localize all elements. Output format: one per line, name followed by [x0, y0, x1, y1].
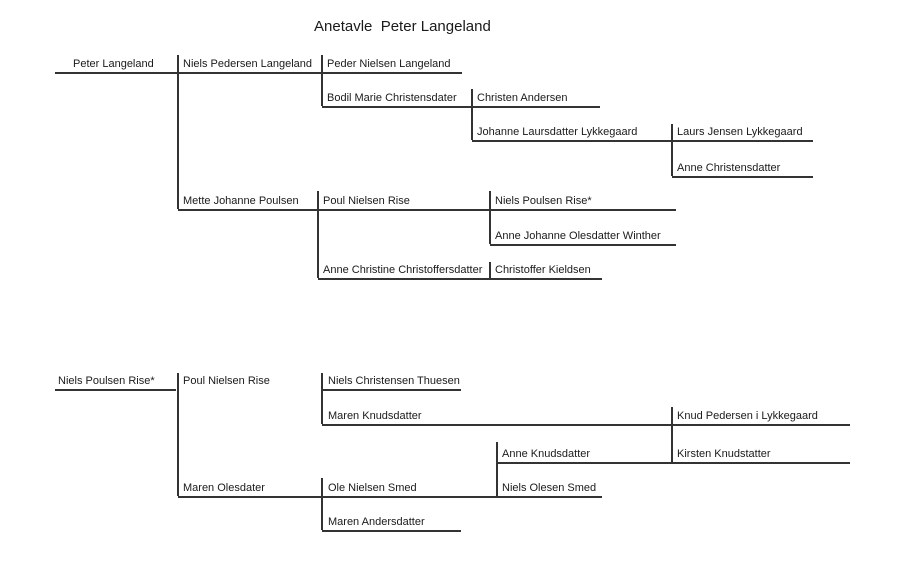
- connector-horizontal-line: [472, 140, 813, 142]
- connector-horizontal-line: [178, 209, 676, 211]
- connector-horizontal-line: [490, 244, 676, 246]
- person-laurs-jensen-lykkegaard: Laurs Jensen Lykkegaard: [677, 126, 803, 138]
- person-maren-andersdatter: Maren Andersdatter: [328, 516, 425, 528]
- connector-vertical-line: [496, 442, 498, 496]
- connector-vertical-line: [321, 55, 323, 106]
- connector-vertical-line: [177, 55, 179, 209]
- connector-vertical-line: [671, 407, 673, 462]
- person-poul-nielsen-rise: Poul Nielsen Rise: [323, 195, 410, 207]
- person-maren-olesdater: Maren Olesdater: [183, 482, 265, 494]
- connector-vertical-line: [489, 262, 491, 278]
- person-anne-knudsdatter: Anne Knudsdatter: [502, 448, 591, 460]
- person-niels-poulsen-rise: Niels Poulsen Rise*: [495, 195, 592, 207]
- person-kirsten-knudstatter: Kirsten Knudstatter: [677, 448, 771, 460]
- person-christoffer-kieldsen: Christoffer Kieldsen: [495, 264, 591, 276]
- connector-vertical-line: [471, 89, 473, 140]
- person-anne-christine-christoffersdatter: Anne Christine Christoffersdatter: [323, 264, 483, 276]
- person-mette-johanne-poulsen: Mette Johanne Poulsen: [183, 195, 299, 207]
- person-poul-nielsen-rise: Poul Nielsen Rise: [183, 375, 270, 387]
- person-ole-nielsen-smed: Ole Nielsen Smed: [328, 482, 417, 494]
- connector-vertical-line: [489, 191, 491, 244]
- connector-vertical-line: [671, 124, 673, 176]
- connector-vertical-line: [177, 373, 179, 496]
- person-niels-olesen-smed: Niels Olesen Smed: [502, 482, 597, 494]
- connector-vertical-line: [317, 191, 319, 278]
- connector-horizontal-line: [318, 278, 602, 280]
- person-niels-poulsen-rise: Niels Poulsen Rise*: [58, 375, 155, 387]
- person-johanne-laursdatter-lykkegaard: Johanne Laursdatter Lykkegaard: [477, 126, 638, 138]
- connector-horizontal-line: [497, 462, 850, 464]
- person-christen-andersen: Christen Andersen: [477, 92, 568, 104]
- connector-vertical-line: [321, 373, 323, 424]
- person-bodil-marie-christensdater: Bodil Marie Christensdater: [327, 92, 457, 104]
- connector-horizontal-line: [322, 424, 850, 426]
- person-niels-christensen-thuesen: Niels Christensen Thuesen: [328, 375, 460, 387]
- connector-horizontal-line: [322, 389, 461, 391]
- person-anne-christensdatter: Anne Christensdatter: [677, 162, 781, 174]
- connector-vertical-line: [321, 478, 323, 530]
- person-maren-knudsdatter: Maren Knudsdatter: [328, 410, 422, 422]
- connector-horizontal-line: [672, 176, 813, 178]
- connector-horizontal-line: [322, 530, 461, 532]
- person-peder-nielsen-langeland: Peder Nielsen Langeland: [327, 58, 451, 70]
- person-niels-pedersen-langeland: Niels Pedersen Langeland: [183, 58, 313, 70]
- person-anne-johanne-olesdatter-winther: Anne Johanne Olesdatter Winther: [495, 230, 661, 242]
- person-knud-pedersen-i-lykkegaard: Knud Pedersen i Lykkegaard: [677, 410, 818, 422]
- connector-horizontal-line: [55, 72, 462, 74]
- person-peter-langeland: Peter Langeland: [73, 58, 154, 70]
- connector-horizontal-line: [178, 496, 602, 498]
- chart-title: Anetavle Peter Langeland: [314, 18, 491, 35]
- connector-horizontal-line: [55, 389, 176, 391]
- connector-horizontal-line: [322, 106, 600, 108]
